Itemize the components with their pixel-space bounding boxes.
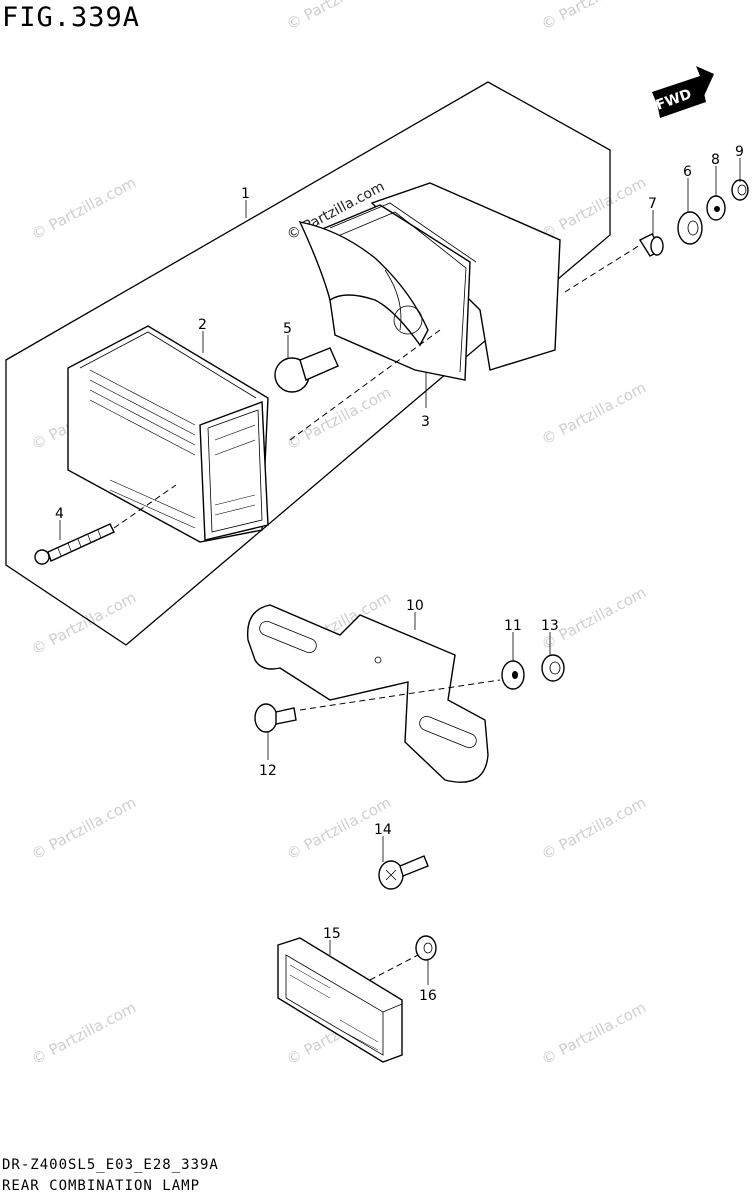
watermark: © Partzilla.com [28, 588, 139, 658]
washer [501, 660, 525, 690]
long-screw [34, 523, 115, 565]
nut [731, 179, 749, 201]
callout-11: 11 [504, 618, 522, 634]
bolt [254, 703, 297, 733]
callout-2: 2 [198, 317, 207, 333]
callout-5: 5 [283, 321, 292, 337]
nut [541, 654, 565, 682]
callout-3: 3 [421, 414, 430, 430]
callout-15: 15 [323, 926, 341, 942]
watermark: © Partzilla.com [28, 173, 139, 243]
reflector [277, 937, 403, 1063]
watermark: © Partzilla.com [28, 998, 139, 1068]
bulb [274, 347, 339, 393]
callout-14: 14 [374, 822, 392, 838]
screw [378, 855, 429, 890]
callout-12: 12 [259, 763, 277, 779]
figure-name: REAR COMBINATION LAMP [2, 1178, 201, 1194]
watermark-layer: © Partzilla.com © Partzilla.com © Partzi… [28, 0, 649, 1069]
callout-9: 9 [735, 144, 744, 160]
fwd-arrow-icon: FWD [652, 66, 714, 118]
watermark: © Partzilla.com [538, 998, 649, 1068]
callout-7: 7 [648, 196, 657, 212]
figure-title: FIG.339A [2, 2, 141, 33]
callout-10: 10 [406, 598, 424, 614]
watermark: © Partzilla.com [28, 793, 139, 863]
callout-1: 1 [241, 186, 250, 202]
watermark: © Partzilla.com [538, 793, 649, 863]
washer [706, 195, 726, 221]
collar [638, 233, 664, 257]
watermark: © Partzilla.com [283, 0, 394, 34]
callout-13: 13 [541, 618, 559, 634]
watermark: © Partzilla.com [538, 0, 649, 34]
grommet-cushion [677, 211, 703, 245]
callout-16: 16 [419, 988, 437, 1004]
callout-8: 8 [711, 152, 720, 168]
assembly-outline [5, 81, 611, 646]
nut [415, 935, 437, 961]
watermark: © Partzilla.com [283, 383, 394, 453]
callout-6: 6 [683, 164, 692, 180]
watermark: © Partzilla.com [538, 378, 649, 448]
callout-4: 4 [55, 506, 64, 522]
bracket [246, 604, 489, 783]
lamp-housing [298, 182, 561, 381]
model-code: DR-Z400SL5_E03_E28_339A [2, 1157, 219, 1173]
watermark: © Partzilla.com [538, 173, 649, 243]
lens-hatch [89, 369, 256, 529]
lamp-lens [67, 325, 269, 543]
